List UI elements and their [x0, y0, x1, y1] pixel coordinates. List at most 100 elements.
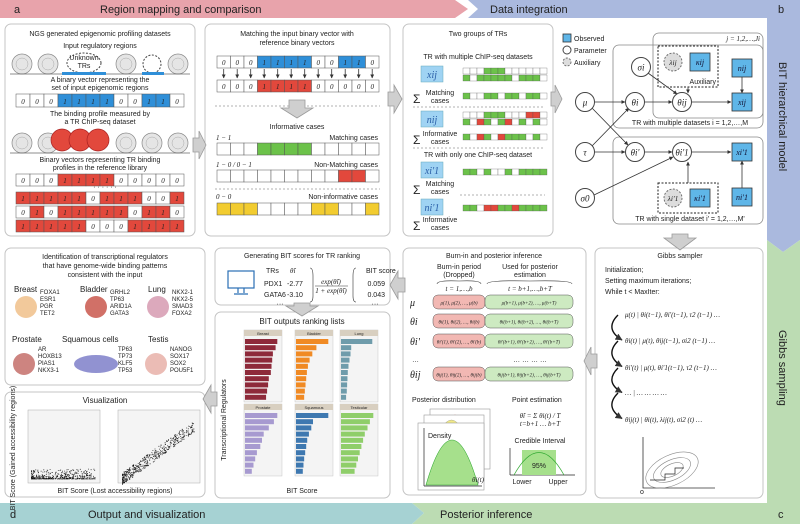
node-label: σi	[638, 63, 645, 73]
observed-variable-box	[420, 161, 444, 179]
case-cell	[490, 133, 499, 141]
chain-symbol: θij	[410, 370, 421, 381]
cell-value: 0	[21, 177, 25, 185]
case-cell	[525, 74, 534, 82]
cell-value: 1	[63, 209, 67, 217]
observed-variable-label: xi'1	[424, 166, 439, 177]
cell-value: 1	[161, 98, 165, 106]
cell-value: 0	[175, 177, 179, 185]
case-cell	[539, 118, 548, 126]
node-label: xi'1	[735, 148, 747, 157]
cell-value: 1	[263, 83, 267, 91]
case-cell	[483, 92, 492, 100]
tr-name: TET2	[40, 311, 55, 317]
ident-title-2: that have genome-wide binding patterns	[43, 263, 168, 270]
tr-name: TP53	[118, 368, 133, 374]
cell-value: 1	[105, 209, 109, 217]
ranking-bar	[296, 413, 329, 418]
vector-cell	[351, 169, 366, 183]
cell-value: 1	[147, 98, 151, 106]
cell-value: 0	[49, 209, 53, 217]
cell-value: 1	[133, 195, 137, 203]
sum-label: cases	[431, 98, 450, 105]
ranking-bar	[341, 394, 347, 400]
case-cell	[539, 67, 548, 75]
case-cell	[532, 133, 541, 141]
case-cell	[539, 204, 548, 212]
ranking-bar	[341, 370, 348, 375]
vector-cell	[216, 169, 231, 183]
burn-head-1: Burn-in period	[437, 264, 481, 271]
vector-caption-1: A binary vector representing the	[51, 77, 150, 84]
score-theta: -3.10	[287, 292, 303, 299]
observed-variable-box	[420, 110, 444, 128]
vector-cell	[270, 202, 285, 216]
case-cell	[539, 92, 548, 100]
vector-cell	[284, 169, 299, 183]
ci-upper: Upper	[548, 479, 568, 486]
vector-cell	[169, 93, 185, 108]
banner-d-label: d	[10, 509, 16, 521]
gibbs-init: Initialization;	[605, 267, 644, 274]
parameter-swatch-icon	[562, 45, 572, 55]
rows-ellipsis: …	[412, 357, 419, 364]
case-cell	[483, 168, 492, 176]
ranking-bar	[296, 419, 313, 425]
gibbs-step: θij(t) | θi(t), λij(t), σi2 (t) …	[625, 416, 702, 424]
case-cell	[525, 118, 534, 126]
tr-name: TP63	[118, 347, 133, 353]
cell-value: 1	[91, 209, 95, 217]
chart-header	[340, 404, 378, 410]
case-cell	[490, 67, 499, 75]
case-cell	[483, 133, 492, 141]
case-cell	[511, 111, 520, 119]
case-cell	[462, 74, 471, 82]
legend-observed: Observed	[574, 36, 604, 43]
banner-a: a Region mapping and comparison	[0, 0, 468, 18]
nucleosome-icon	[141, 132, 163, 154]
tr-binding-icon	[86, 128, 110, 152]
score-ellipsis: ···	[372, 301, 379, 308]
auxiliary-node-lambda_ij	[663, 52, 683, 72]
vector-cell	[324, 169, 339, 183]
cell-value: 0	[330, 83, 334, 91]
cell-value: 1	[35, 209, 39, 217]
ngs-input-regions: Input regulatory regions	[63, 43, 137, 50]
cell-value: 0	[371, 83, 375, 91]
tr-name: GATA3	[110, 311, 129, 317]
ranking-bar	[245, 388, 268, 394]
cell-value: 1	[35, 195, 39, 203]
peak-signal	[62, 72, 106, 75]
tr-name: SMAD3	[172, 304, 193, 310]
cell-value: 1	[77, 209, 81, 217]
node-label: θi	[632, 98, 639, 108]
arrow-right-icon	[387, 83, 403, 115]
cell-value: 0	[133, 98, 137, 106]
ranking-bar	[341, 382, 348, 388]
vector-cell	[257, 169, 272, 183]
cell-value: 0	[147, 177, 151, 185]
vector-cell	[324, 142, 339, 156]
point-formula: θ̂i = Σ θi(t) / T	[520, 412, 562, 420]
banner-d: d Output and visualization	[0, 503, 424, 524]
vector-cell	[216, 202, 231, 216]
tr-name: NKX2-5	[172, 297, 194, 303]
vector-cell	[297, 202, 312, 216]
ranking-chart-breast: Breast	[243, 329, 283, 403]
cell-value: 1	[119, 209, 123, 217]
case-cell	[469, 67, 478, 75]
tr-name: PIAS1	[38, 361, 56, 367]
cell-value: 0	[119, 177, 123, 185]
case-cell	[511, 67, 520, 75]
burnin-samples-text: θi'(1), θi'(2), …, θi'(b)	[437, 341, 482, 346]
point-estimation-label: Point estimation	[512, 397, 562, 404]
vector-cell	[169, 191, 185, 205]
case-cell	[490, 92, 499, 100]
plate-multi-label: TR with multiple datasets i = 1,2,…,M	[632, 120, 748, 127]
cell-value: 1	[77, 98, 81, 106]
ranking-bar	[296, 450, 306, 456]
banner-b: Data integration b	[468, 0, 800, 18]
